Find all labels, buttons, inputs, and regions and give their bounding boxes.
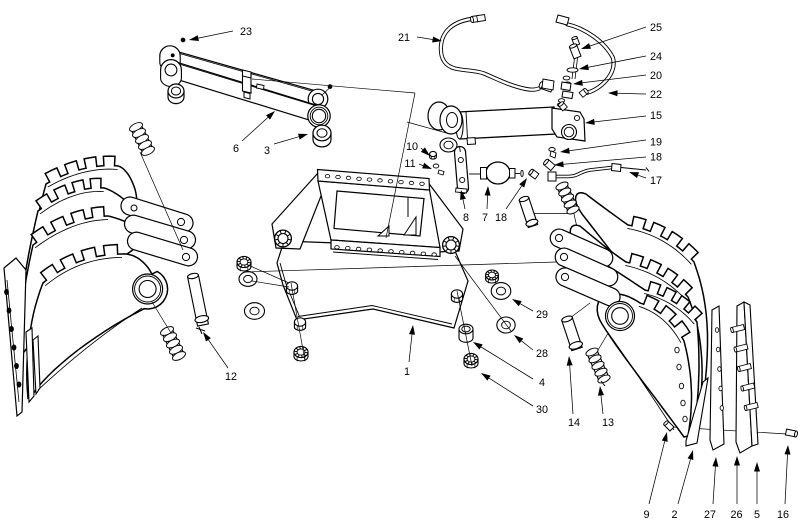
svg-text:6: 6 <box>233 143 239 155</box>
svg-text:7: 7 <box>482 212 488 224</box>
svg-text:30: 30 <box>536 404 548 416</box>
svg-text:10: 10 <box>406 141 418 153</box>
svg-text:11: 11 <box>404 158 415 170</box>
svg-text:20: 20 <box>650 70 662 82</box>
svg-text:2: 2 <box>671 509 677 521</box>
svg-text:19: 19 <box>650 137 662 149</box>
svg-text:24: 24 <box>650 51 662 63</box>
svg-text:26: 26 <box>730 509 742 521</box>
svg-text:4: 4 <box>539 377 545 389</box>
svg-text:3: 3 <box>264 145 270 157</box>
svg-text:16: 16 <box>777 509 789 521</box>
svg-text:25: 25 <box>650 22 662 34</box>
svg-text:5: 5 <box>754 509 760 521</box>
svg-text:14: 14 <box>568 417 580 429</box>
svg-text:21: 21 <box>398 32 410 44</box>
svg-text:29: 29 <box>536 309 548 321</box>
svg-text:15: 15 <box>650 110 662 122</box>
svg-text:18: 18 <box>495 212 507 224</box>
svg-text:13: 13 <box>602 417 614 429</box>
svg-text:8: 8 <box>463 212 469 224</box>
svg-text:22: 22 <box>650 89 662 101</box>
svg-text:1: 1 <box>404 366 410 378</box>
svg-text:12: 12 <box>225 371 237 383</box>
svg-text:18: 18 <box>650 152 662 164</box>
svg-text:17: 17 <box>650 175 662 187</box>
svg-text:27: 27 <box>704 509 716 521</box>
svg-text:9: 9 <box>643 509 649 521</box>
svg-text:23: 23 <box>240 26 252 38</box>
svg-text:28: 28 <box>536 348 548 360</box>
